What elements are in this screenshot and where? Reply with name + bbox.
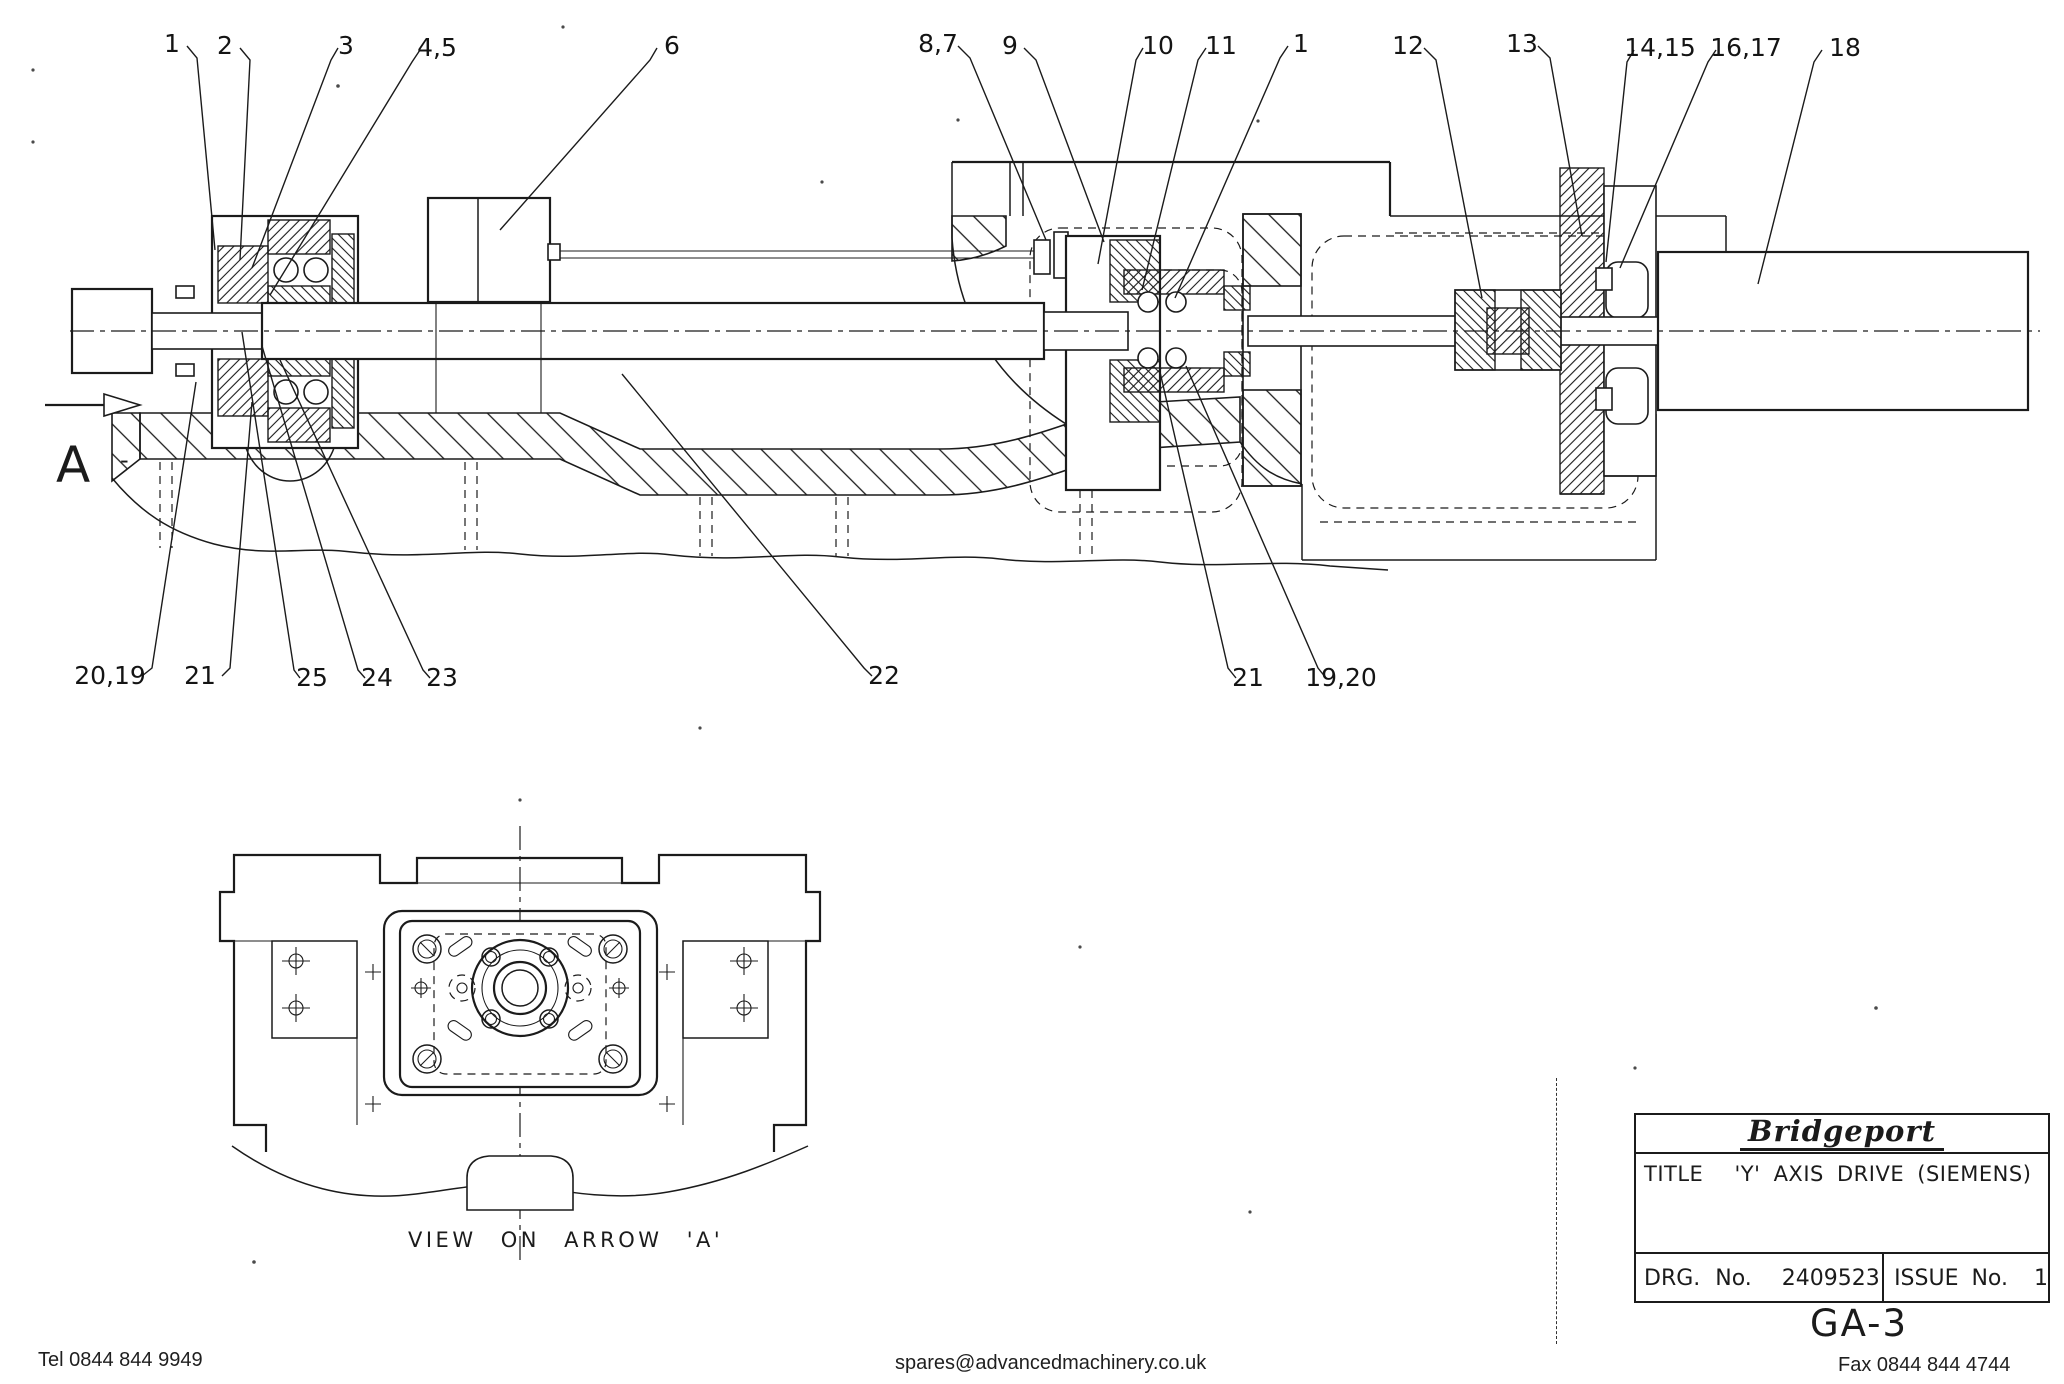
issue-number-cell: ISSUE No. 1	[1884, 1254, 2048, 1303]
main-section-view	[45, 160, 2040, 571]
bearing-flange	[411, 936, 629, 1041]
callout-leader	[221, 401, 253, 677]
section-arrow	[45, 392, 143, 418]
footer-fax: Fax 0844 844 4744	[1838, 1354, 2011, 1376]
callout-label: 21	[184, 661, 216, 690]
callout-leader	[141, 381, 197, 677]
ballscrew-shaft	[260, 196, 1046, 413]
callout-label: 22	[868, 661, 900, 690]
callout-leader	[251, 47, 339, 269]
mount-bolt-bottom	[1595, 387, 1613, 411]
corner-screws	[412, 934, 628, 1074]
callout-label: 21	[1232, 663, 1264, 692]
callout-leader	[1159, 371, 1237, 679]
callout-leader	[1023, 47, 1105, 243]
flexible-coupling	[1454, 289, 1562, 371]
callout-label: 2	[217, 31, 233, 60]
callout-label: 19,20	[1305, 663, 1377, 692]
callout-label: 1	[164, 29, 180, 58]
callout-leader	[186, 45, 216, 251]
drg-number-cell: DRG. No. 2409523	[1636, 1254, 1885, 1303]
callout-label: 11	[1205, 31, 1237, 60]
callout-leader	[279, 359, 431, 679]
callout-leader	[1605, 49, 1635, 263]
callout-leader	[1097, 47, 1144, 265]
callout-label: 12	[1392, 31, 1424, 60]
callout-leader	[1757, 49, 1823, 285]
callout-leader	[269, 49, 421, 296]
title-value: 'Y' AXIS DRIVE (SIEMENS)	[1734, 1162, 2032, 1186]
callout-label: 3	[338, 31, 354, 60]
callout-leader	[1174, 45, 1289, 299]
sheet-divider-line	[1556, 1078, 1557, 1344]
scan-specks	[31, 25, 1878, 1264]
callout-label: 14,15	[1624, 33, 1696, 62]
callout-label: 9	[1002, 31, 1018, 60]
callout-leader	[1619, 49, 1717, 269]
callout-leader	[1537, 45, 1583, 237]
callout-leader	[1185, 365, 1327, 679]
screw-support-block	[426, 196, 552, 304]
brand-logo: Bridgeport	[1739, 1116, 1945, 1151]
callout-leader	[621, 373, 873, 677]
callout-leader	[261, 345, 366, 679]
title-block-bottom-row: DRG. No. 2409523 ISSUE No. 1	[1636, 1254, 2048, 1303]
title-block-title-row: TITLE 'Y' AXIS DRIVE (SIEMENS)	[1636, 1154, 2048, 1254]
drg-value: 2409523	[1781, 1266, 1880, 1291]
callout-leader	[1423, 47, 1483, 299]
callout-leader	[957, 45, 1047, 241]
title-label: TITLE	[1644, 1162, 1704, 1186]
issue-value: 1	[2034, 1266, 2048, 1291]
drg-label: DRG. No.	[1644, 1266, 1752, 1291]
callout-label: 4,5	[417, 33, 457, 62]
view-on-arrow-a	[218, 826, 822, 1262]
callout-label: 6	[664, 31, 680, 60]
callout-leader	[239, 47, 251, 261]
issue-label: ISSUE No.	[1894, 1266, 2008, 1291]
callout-leader	[499, 47, 658, 231]
callout-label: 16,17	[1710, 33, 1782, 62]
callout-label: 10	[1142, 31, 1174, 60]
callout-label: 24	[361, 663, 393, 692]
callout-leader	[241, 331, 301, 679]
callout-label: 13	[1506, 29, 1538, 58]
datum-cross-markers	[282, 947, 758, 1112]
ballnut-assembly	[1043, 234, 1251, 492]
footer-telephone: Tel 0844 844 9949	[38, 1349, 203, 1371]
callout-label: 25	[296, 663, 328, 692]
sheet-code: GA-3	[1810, 1302, 1909, 1345]
callout-label: 8,7	[918, 29, 958, 58]
knee-casting	[951, 160, 1727, 561]
section-arrow-label: A	[56, 436, 91, 494]
lube-pipe	[547, 231, 1069, 279]
footer-email: spares@advancedmachinery.co.uk	[895, 1352, 1207, 1374]
section-arrow-dash: -	[120, 446, 129, 474]
arrow-icon	[103, 392, 143, 418]
callout-label: 18	[1829, 33, 1861, 62]
title-block: Bridgeport TITLE 'Y' AXIS DRIVE (SIEMENS…	[1634, 1113, 2050, 1303]
title-block-logo-row: Bridgeport	[1636, 1115, 2048, 1154]
mount-bolt-top	[1595, 267, 1613, 291]
callout-label: 1	[1293, 29, 1309, 58]
callout-leader	[1141, 47, 1207, 291]
callout-label: 20,19	[74, 661, 146, 690]
view-a-caption: VIEW ON ARROW 'A'	[408, 1228, 724, 1252]
callout-label: 23	[426, 663, 458, 692]
